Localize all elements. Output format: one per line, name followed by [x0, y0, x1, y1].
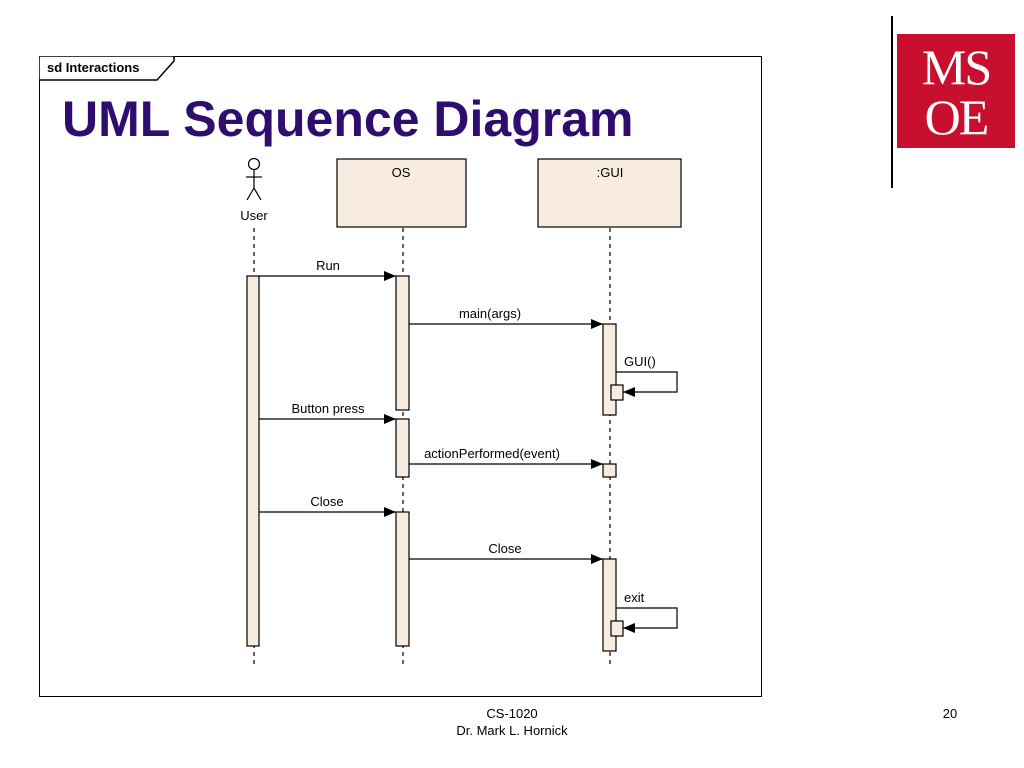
- message-exit-label: exit: [624, 590, 645, 605]
- activation-user: [246, 275, 260, 647]
- footer-author: Dr. Mark L. Hornick: [456, 723, 568, 738]
- footer-course: CS-1020: [486, 706, 538, 721]
- activation-gui-ctor: [610, 384, 624, 401]
- message-button-press-label: Button press: [292, 401, 365, 416]
- activation-gui-1: [602, 323, 617, 416]
- activation-gui-3: [602, 558, 617, 652]
- activation-os-3: [395, 511, 410, 647]
- lifeline-gui-label: :GUI: [597, 165, 624, 180]
- logo-line-2: OE: [924, 89, 990, 145]
- logo-divider: [891, 16, 893, 188]
- user-actor-icon: [246, 157, 262, 201]
- activation-os-2: [395, 418, 410, 478]
- frame-label: sd Interactions: [47, 60, 140, 75]
- lifeline-os-label: OS: [392, 165, 411, 180]
- message-action-performed-label: actionPerformed(event): [424, 446, 560, 461]
- message-exit-arrow: [616, 607, 678, 633]
- logo-line-1: MS: [921, 39, 992, 95]
- msoe-logo: MS OE: [897, 34, 1015, 148]
- lifeline-user-label: User: [240, 208, 268, 223]
- page-number: 20: [942, 706, 958, 721]
- message-gui-ctor-label: GUI(): [624, 354, 656, 369]
- message-close-gui-label: Close: [488, 541, 521, 556]
- lifeline-gui-box: [537, 158, 682, 228]
- diagram-frame: [39, 56, 762, 697]
- page-title: UML Sequence Diagram: [62, 91, 634, 147]
- message-main-args-label: main(args): [459, 306, 521, 321]
- frame-tag: [39, 56, 175, 81]
- lifeline-os-box: [336, 158, 467, 228]
- activation-gui-exit: [610, 620, 624, 637]
- message-gui-ctor-arrow: [616, 371, 678, 397]
- activation-gui-2: [602, 463, 617, 478]
- message-close-user-label: Close: [310, 494, 343, 509]
- message-run-label: Run: [316, 258, 340, 273]
- activation-os-1: [395, 275, 410, 411]
